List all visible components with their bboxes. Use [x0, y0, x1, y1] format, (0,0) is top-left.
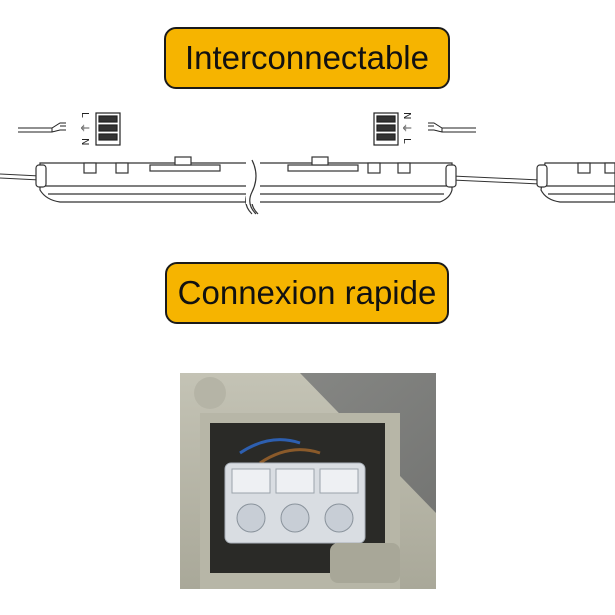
terminal-markings-left: L ⏚ N	[78, 112, 90, 145]
terminal-mark: N	[401, 112, 412, 119]
terminal-block-icon	[95, 112, 121, 146]
terminal-markings-right: N ⏚ L	[400, 112, 412, 144]
terminal-mark: L	[79, 112, 90, 118]
luminaire-drawing	[536, 162, 615, 203]
terminal-mark: ⏚	[400, 123, 412, 133]
wire-icon	[18, 122, 66, 133]
terminal-mark: N	[79, 138, 90, 145]
connector-photo	[180, 373, 436, 589]
quick-connect-badge: Connexion rapide	[165, 262, 449, 324]
terminal-mark: ⏚	[78, 123, 90, 133]
terminal-mark: L	[401, 138, 412, 144]
luminaire-wiring-diagram: L ⏚ N N ⏚ L	[0, 112, 615, 215]
interconnectable-label: Interconnectable	[184, 39, 429, 76]
terminal-block-icon	[373, 112, 399, 146]
interconnectable-badge: Interconnectable	[164, 27, 450, 89]
luminaire-drawing	[35, 156, 457, 215]
wire-icon	[428, 122, 476, 133]
quick-connect-label: Connexion rapide	[177, 274, 437, 311]
